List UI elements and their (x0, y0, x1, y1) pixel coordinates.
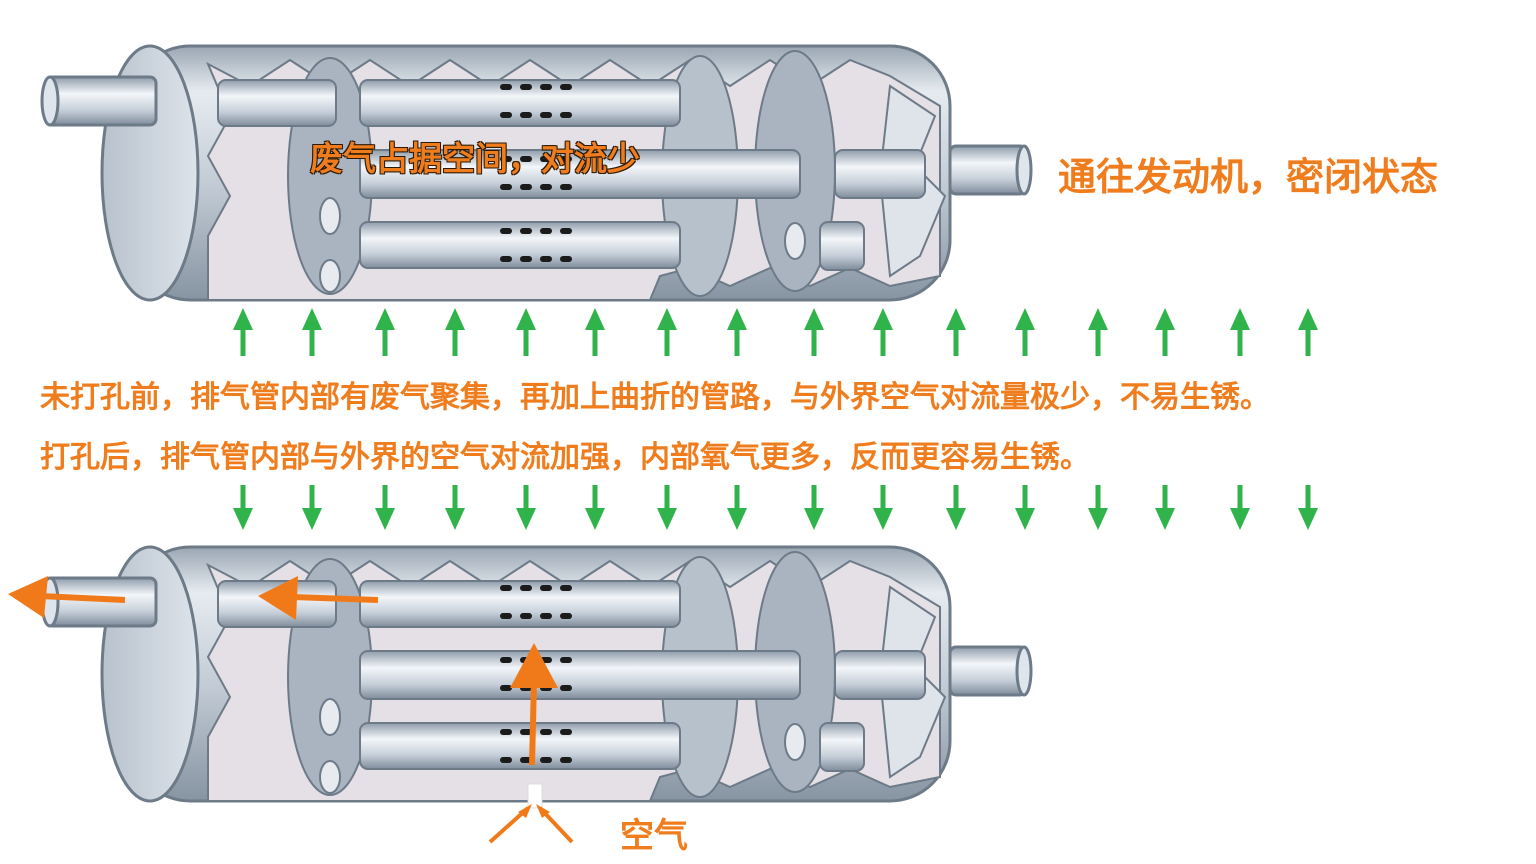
green-down-arrow-9 (804, 485, 824, 530)
green-down-arrow-7 (657, 485, 677, 530)
green-up-arrow-11 (946, 308, 966, 356)
green-up-arrow-1 (233, 308, 253, 356)
green-down-arrow-14 (1155, 485, 1175, 530)
green-up-arrow-8 (727, 308, 747, 356)
green-up-arrow-15 (1230, 308, 1250, 356)
green-down-arrow-1 (233, 485, 253, 530)
green-up-arrow-2 (302, 308, 322, 356)
green-up-arrow-12 (1015, 308, 1035, 356)
green-down-arrow-12 (1015, 485, 1035, 530)
exhaust-outflow-arrow-inner (258, 576, 379, 620)
green-down-arrow-16 (1298, 485, 1318, 530)
green-up-arrow-3 (375, 308, 395, 356)
green-down-arrow-2 (302, 485, 322, 530)
engine-side-label: 通往发动机，密闭状态 (1058, 155, 1439, 199)
green-down-arrow-15 (1230, 485, 1250, 530)
green-up-arrow-5 (516, 308, 536, 356)
green-up-arrow-4 (445, 308, 465, 356)
green-up-arrow-16 (1298, 308, 1318, 356)
green-down-arrow-6 (585, 485, 605, 530)
green-down-arrow-10 (873, 485, 893, 530)
after-perforation-text: 打孔后，排气管内部与外界的空气对流加强，内部氧气更多，反而更容易生锈。 (40, 440, 1090, 475)
green-down-arrows (233, 485, 1318, 530)
air-entry-marker (488, 783, 574, 844)
green-up-arrow-10 (873, 308, 893, 356)
green-down-arrow-3 (375, 485, 395, 530)
green-down-arrow-13 (1088, 485, 1108, 530)
air-inflow-arrow (510, 643, 558, 766)
exhaust-space-label: 废气占据空间，对流少 (310, 139, 640, 178)
green-up-arrow-9 (804, 308, 824, 356)
green-down-arrow-4 (445, 485, 465, 530)
green-down-arrow-8 (727, 485, 747, 530)
green-up-arrow-7 (657, 308, 677, 356)
green-up-arrows (233, 308, 1318, 356)
green-up-arrow-14 (1155, 308, 1175, 356)
air-label: 空气 (620, 816, 688, 856)
before-perforation-text: 未打孔前，排气管内部有废气聚集，再加上曲折的管路，与外界空气对流量极少，不易生锈… (40, 380, 1270, 415)
exhaust-outflow-arrow-outer (8, 576, 126, 618)
green-up-arrow-13 (1088, 308, 1108, 356)
green-down-arrow-11 (946, 485, 966, 530)
green-up-arrow-6 (585, 308, 605, 356)
green-down-arrow-5 (516, 485, 536, 530)
